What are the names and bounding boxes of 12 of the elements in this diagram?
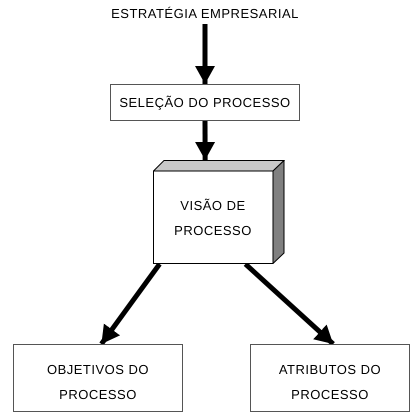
node-label: ATRIBUTOS DO PROCESSO [278,361,382,404]
arrow [195,121,216,160]
heading-text: ESTRATÉGIA EMPRESARIAL [105,4,305,24]
process-box [250,344,410,412]
process-box [110,84,300,121]
process-box [13,344,183,412]
node-label: OBJETIVOS DO PROCESSO [46,361,150,404]
node-label: VISÃO DE PROCESSO [173,196,253,240]
node-label: SELEÇÃO DO PROCESSO [119,94,291,112]
arrow [244,262,335,346]
arrow [195,24,215,84]
arrow [99,262,162,346]
